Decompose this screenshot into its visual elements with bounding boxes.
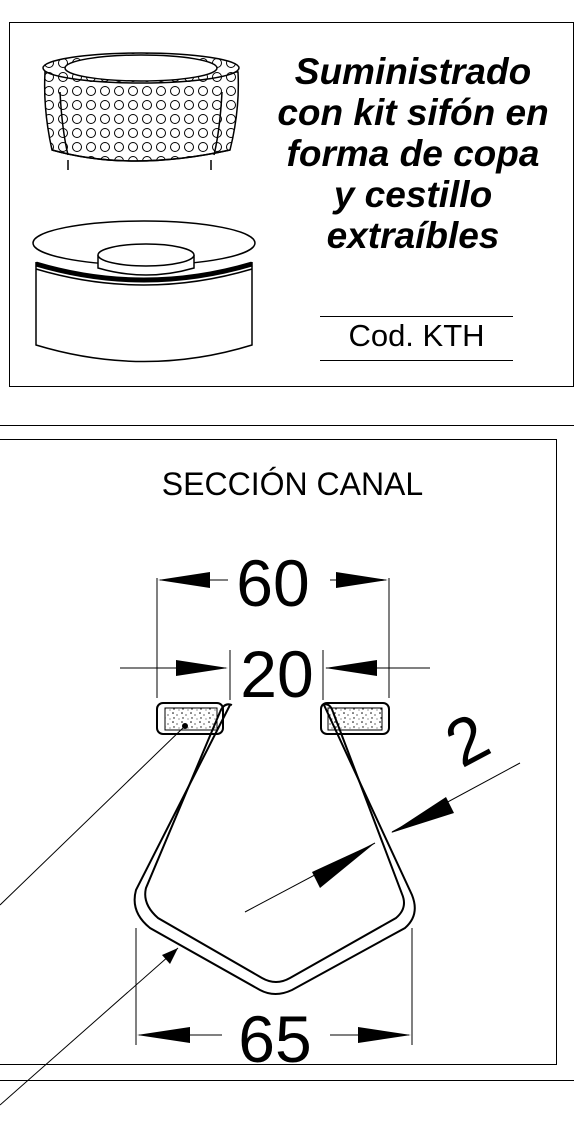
section-title: SECCIÓN CANAL [161,466,424,502]
section-panel-outer-frame [0,425,574,1081]
description-line-1: Suministrado [294,51,532,92]
trap-cup-illustration [32,220,256,363]
code-rule-bottom [320,360,513,361]
code-rule-top [320,316,513,317]
dimension-wall-thickness: 2 [434,698,501,781]
channel-inner-wall [144,711,405,983]
leader-grating [0,725,186,906]
basket-illustration [42,52,240,170]
description-line-4: y cestillo [333,174,493,215]
product-code: Cod. KTH [348,318,485,353]
dimension-top-width: 60 [236,546,309,620]
description-line-5: extraíbles [326,215,500,256]
section-panel-inner-frame [0,439,557,1065]
channel-outer-wall [133,704,416,995]
dimension-slot-width: 20 [240,637,313,711]
channel-section-drawing: 60 20 2 65 [0,546,521,1106]
leader-channel-wall [0,947,179,1106]
description-line-3: forma de copa [286,133,540,174]
description-line-2: con kit sifón en [277,92,549,133]
dimension-bottom-width: 65 [238,1002,311,1076]
